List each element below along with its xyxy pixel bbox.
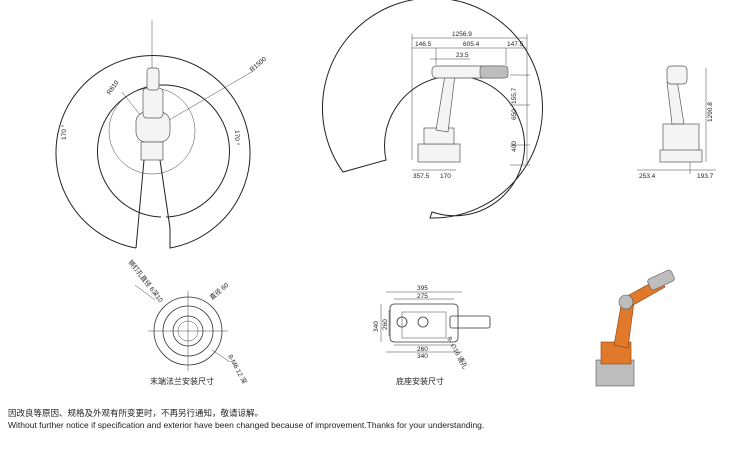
inner-envelope — [97, 84, 230, 218]
dim-155: 155.7 — [511, 87, 518, 104]
dim-right: 193.7 — [697, 173, 714, 180]
arm-front — [666, 79, 685, 125]
arm-top — [142, 87, 164, 119]
dim-340-w: 340 — [417, 353, 428, 360]
label-diameter: 直径 60 — [208, 280, 231, 301]
dim-left: 253.4 — [639, 173, 656, 180]
dim-260-h: 260 — [382, 319, 389, 330]
top-view: R810 R1500 170 ° 170 ° — [55, 20, 268, 249]
base-plate — [389, 303, 459, 343]
footer-cn: 因改良等原因、规格及外观有所变更时，不再另行通知，敬请谅解。 — [8, 408, 264, 418]
side-view: 1256.9 146.5 605.4 147.5 23.5 155.7 650 … — [321, 0, 543, 219]
robot-render — [595, 269, 675, 387]
base-view: 395 275 340 260 260 340 8- ∅16 通孔 底座安装尺寸 — [373, 285, 491, 386]
flange-caption: 末端法兰安装尺寸 — [150, 376, 214, 386]
dim-260-w: 260 — [417, 346, 428, 353]
dim-23: 23.5 — [456, 52, 469, 59]
label-r810: R810 — [106, 79, 121, 96]
dim-147: 147.5 — [507, 41, 524, 48]
outer-envelope — [55, 55, 251, 249]
front-view: 1290.8 253.4 193.7 — [637, 65, 716, 180]
dim-340-h: 340 — [373, 321, 380, 332]
label-angle-right: 170 ° — [233, 130, 241, 146]
dim-total-reach: 1256.9 — [452, 31, 472, 38]
forearm-top — [146, 67, 160, 91]
flange-view: 销钉孔直径 6深10 直径 60 8-M6 12 深 末端法兰安装尺寸 — [126, 258, 249, 386]
render-base — [595, 359, 635, 387]
side-envelope — [321, 0, 543, 219]
label-r1500: R1500 — [249, 56, 268, 74]
label-bolts: 8-M6 12 深 — [226, 353, 249, 386]
base-caption: 底座安装尺寸 — [396, 376, 444, 386]
dim-395: 395 — [417, 285, 428, 292]
dim-400: 400 — [511, 141, 518, 152]
dim-650: 650 — [511, 109, 518, 120]
footer-en: Without further notice if specification … — [8, 420, 485, 430]
lower-arm-side — [435, 74, 456, 133]
dim-605: 605.4 — [463, 41, 480, 48]
base-side — [417, 143, 461, 163]
label-pin-hole: 销钉孔直径 6深10 — [126, 258, 165, 305]
dim-170: 170 — [440, 173, 451, 180]
label-angle-left: 170 ° — [60, 124, 68, 140]
dim-275: 275 — [417, 293, 428, 300]
dim-height: 1290.8 — [707, 102, 714, 122]
dim-146: 146.5 — [415, 41, 432, 48]
arm-outline — [449, 315, 491, 329]
dim-357: 357.5 — [413, 173, 430, 180]
